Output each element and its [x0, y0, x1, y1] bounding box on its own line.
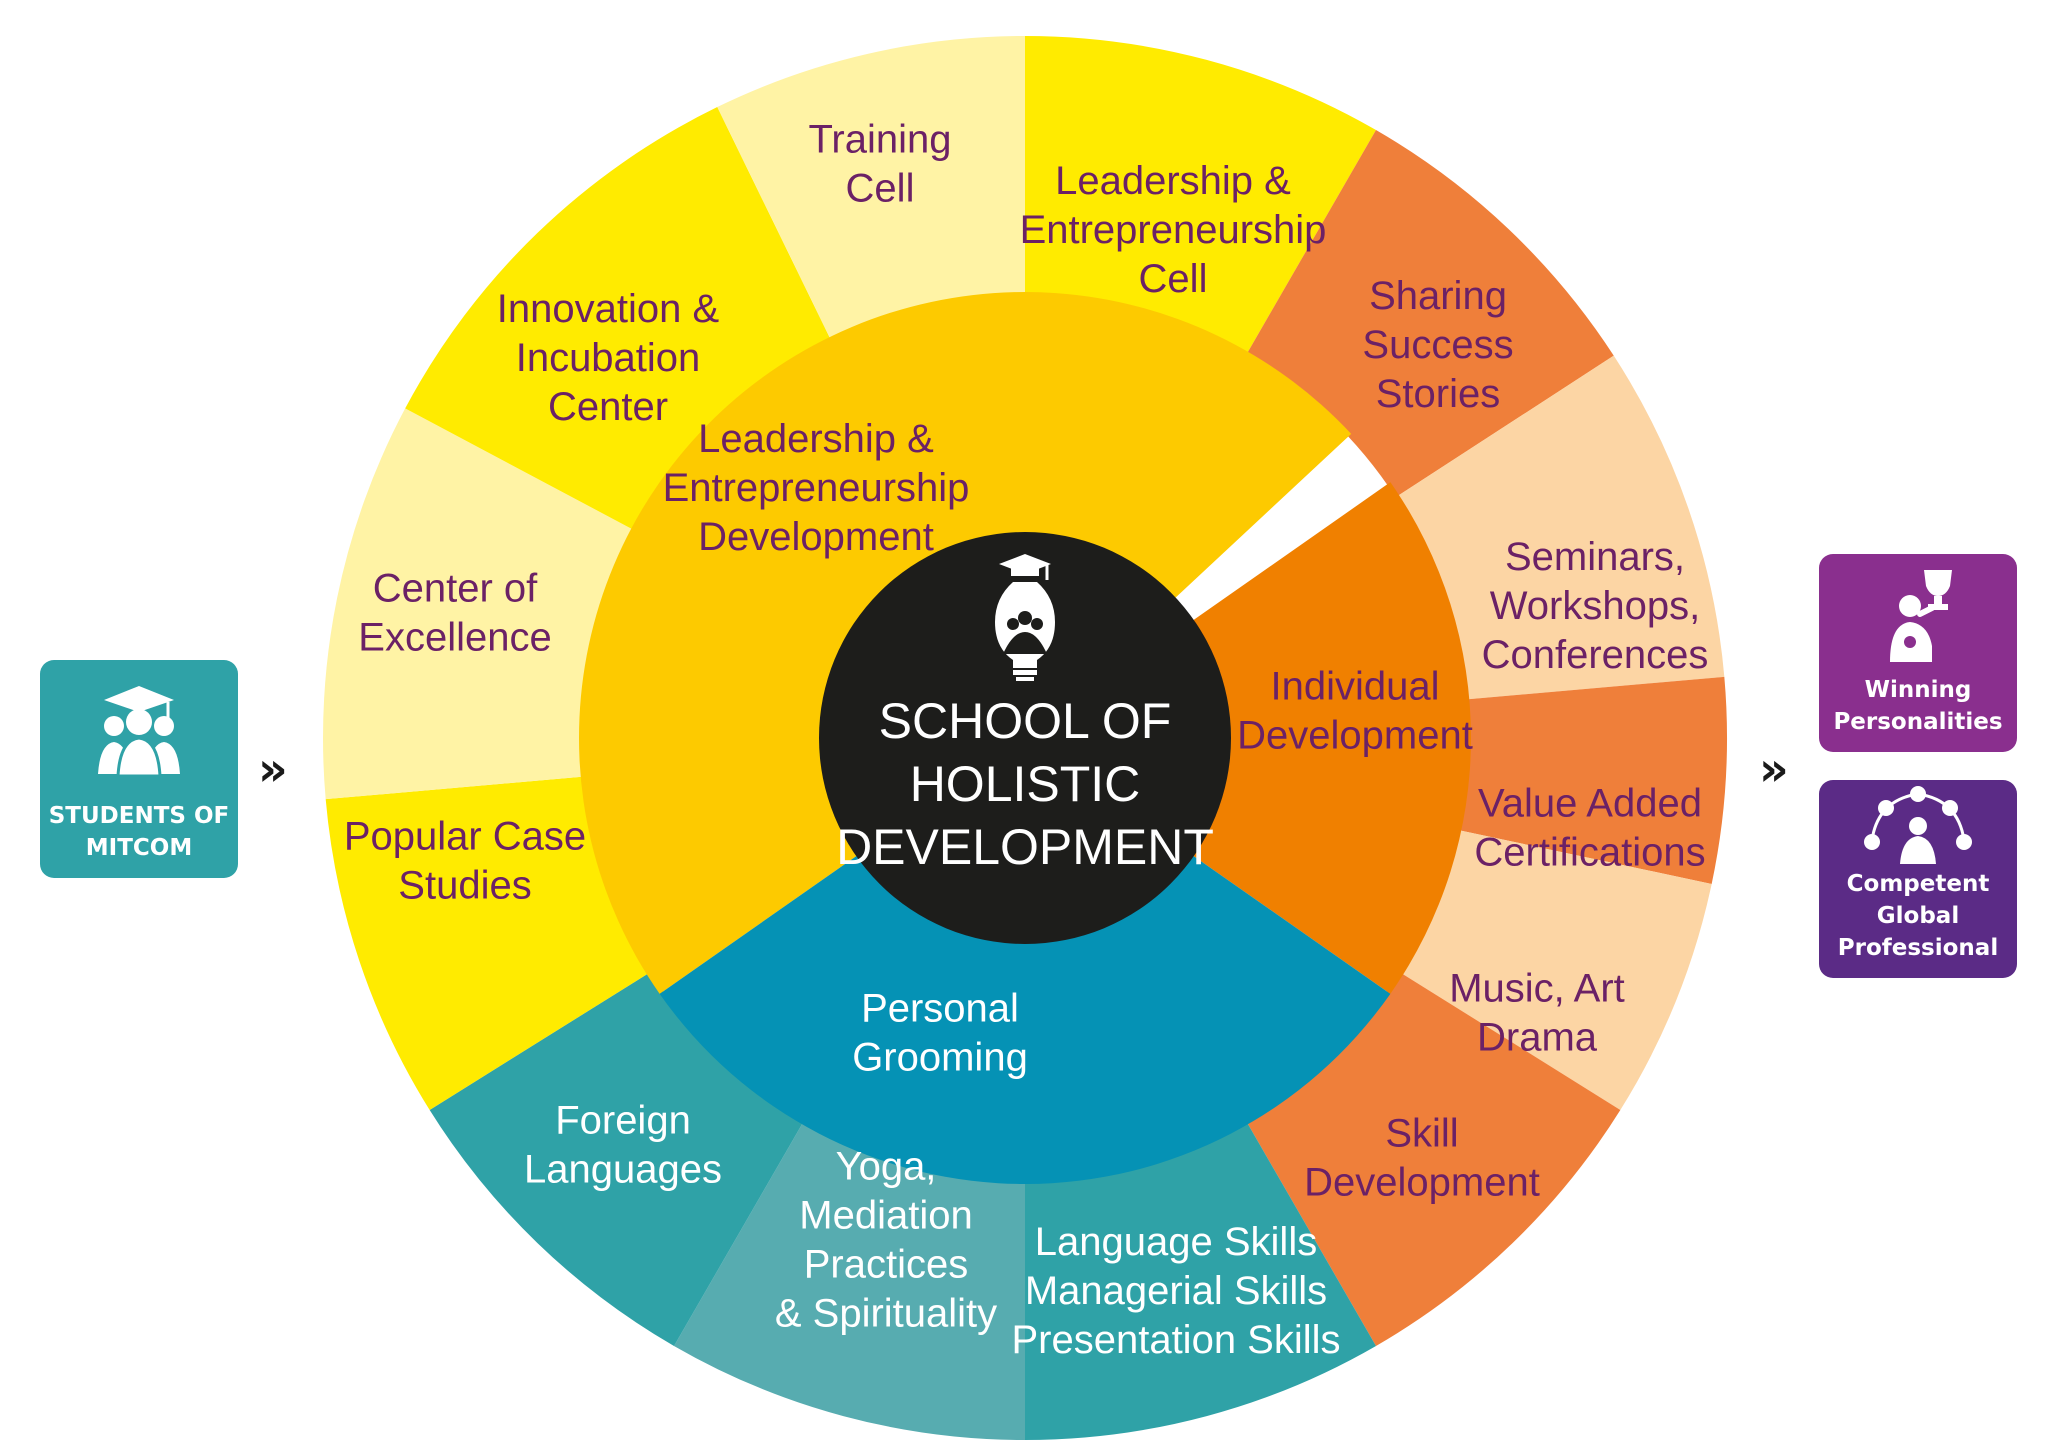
outer-segment-9	[325, 776, 651, 1111]
outer-segment-6	[1025, 1120, 1376, 1440]
inner-segment-2	[659, 853, 1391, 1184]
competent-card-label: Competent Global Professional	[1837, 871, 1999, 961]
outer-segment-3	[1457, 676, 1727, 884]
students-card-label: STUDENTS OF MITCOM	[48, 803, 230, 861]
outer-segment-4	[1399, 829, 1712, 1111]
outer-segment-10	[323, 408, 635, 800]
outer-segment-0	[1025, 36, 1376, 356]
outer-segment-12	[717, 36, 1025, 341]
trophy-winner-icon	[1890, 570, 1952, 662]
flow-arrow-right: »	[1759, 742, 1789, 796]
center-hub	[819, 532, 1231, 944]
graduates-group-icon	[98, 686, 180, 778]
professional-network-icon	[1864, 786, 1972, 864]
flow-arrow-left: »	[258, 742, 288, 796]
outer-segment-7	[674, 1120, 1025, 1440]
outer-segment-11	[405, 107, 832, 531]
winning-personalities-card: Winning Personalities	[1819, 554, 2017, 752]
outer-segment-label-2: Seminars,Workshops,Conferences	[1482, 535, 1709, 677]
inner-segment-0	[579, 291, 1352, 994]
outer-segment-8	[429, 972, 804, 1346]
outer-segment-2	[1395, 355, 1725, 700]
outer-segment-5	[1246, 972, 1621, 1346]
outer-segment-1	[1246, 130, 1614, 498]
inner-segment-1	[1190, 482, 1471, 994]
winning-card-label: Winning Personalities	[1833, 677, 2003, 735]
students-of-mitcom-card: STUDENTS OF MITCOM	[40, 660, 238, 878]
competent-global-professional-card: Competent Global Professional	[1819, 780, 2017, 978]
lightbulb-graduation-icon	[995, 554, 1055, 681]
